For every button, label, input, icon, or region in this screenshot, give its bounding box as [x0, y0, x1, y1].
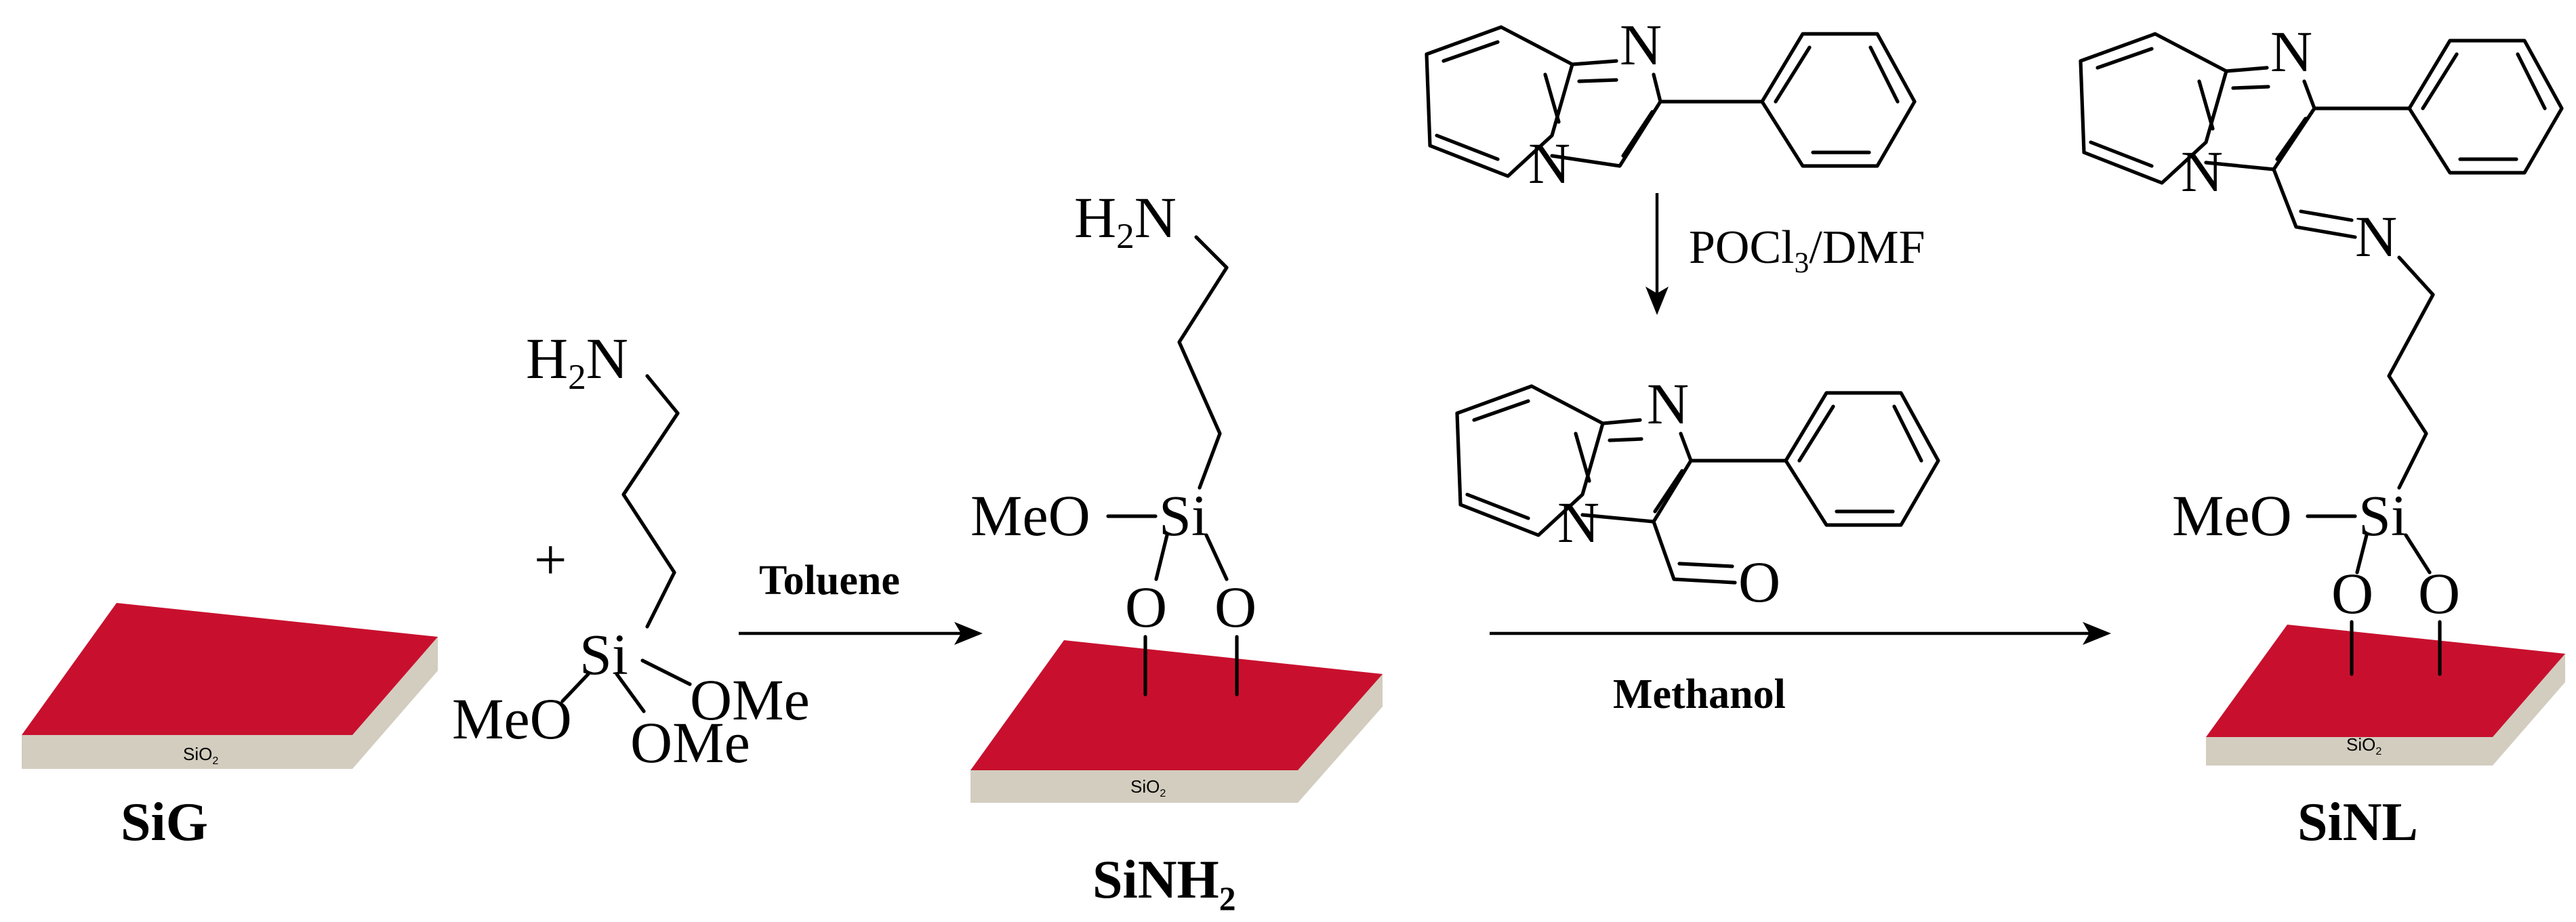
propyl-chain — [621, 374, 680, 629]
imidazole-ring — [1580, 418, 1693, 524]
pyridine-inner-bonds — [1435, 40, 1561, 161]
compound-label-sig: SiG — [121, 793, 208, 852]
sinl-ligand: N N N Si MeO O O — [2079, 19, 2564, 676]
arrow-step1 — [739, 622, 983, 645]
nitrogen-atom: N — [1620, 12, 1662, 77]
oxygen-right: O — [2418, 561, 2460, 626]
phenyl-inner-bonds — [1797, 404, 1923, 514]
propyl-chain — [2387, 255, 2435, 490]
formyl-bond — [1652, 520, 1737, 585]
phenyl-ring — [1760, 32, 1917, 168]
pyridine-inner-bonds — [2089, 47, 2215, 168]
wafer-sig: SiO2 — [22, 603, 438, 769]
sinh2-linker: H2N Si MeO O O — [970, 185, 1256, 696]
amine-group: H2N — [1074, 185, 1177, 256]
wafer-top — [970, 640, 1383, 770]
oxygen-left: O — [1125, 574, 1167, 640]
condition-toluene: Toluene — [759, 558, 900, 604]
methoxy-down: OMe — [630, 710, 750, 775]
arrow-step3 — [1490, 622, 2111, 645]
bond-si-ome-down — [615, 672, 646, 713]
wafer-side-left — [970, 770, 1298, 803]
wafer-top — [22, 603, 438, 735]
nitrogen-atom: N — [2181, 139, 2223, 204]
imidazole-ring — [2204, 66, 2316, 171]
nitrogen-atom: N — [1557, 490, 1599, 555]
pyridine-inner-bonds — [1465, 399, 1591, 520]
wafer-top — [2206, 625, 2565, 737]
aldehyde-intermediate: N N O — [1455, 371, 1940, 614]
methoxy-right: OMe — [690, 667, 810, 732]
bond-si-ome-right — [640, 658, 692, 686]
pyridine-ring — [2079, 32, 2228, 185]
aptms-molecule: H2N Si OMe OMe MeO — [452, 326, 810, 775]
phenyl-inner-bonds — [1774, 45, 1900, 154]
nitrogen-atom: N — [2270, 19, 2312, 84]
oxygen-right: O — [1214, 574, 1256, 640]
wafer-side-left — [22, 735, 352, 769]
compound-label-sinh2: SiNH2 — [1092, 850, 1236, 917]
bond-si-ome-left — [560, 672, 590, 703]
wafer-side-right — [352, 637, 438, 769]
wafer-sinl: SiO2 — [2206, 625, 2565, 766]
bond-si-o-right — [2404, 533, 2432, 574]
imidazole-double — [2231, 85, 2308, 161]
phenyl-ring — [2407, 39, 2564, 175]
oxide-label: SiO2 — [1130, 776, 1166, 799]
bond-si-o-right — [1204, 533, 1229, 581]
formyl-double — [1677, 562, 1734, 568]
condition-methanol: Methanol — [1613, 671, 1786, 717]
imidazole-double — [1577, 78, 1654, 158]
wafer-side-left — [2206, 737, 2493, 766]
arrow-step2 — [1645, 193, 1669, 315]
propyl-chain — [1177, 235, 1229, 490]
pyridine-ring — [1425, 25, 1574, 178]
imidazole-double — [1608, 437, 1684, 514]
phenyl-inner-bonds — [2421, 52, 2547, 161]
oxygen-left: O — [2331, 561, 2373, 626]
aldehyde-oxygen: O — [1738, 549, 1780, 614]
wafer-sinh2: SiO2 — [970, 640, 1383, 803]
imine-double — [2299, 209, 2354, 222]
amine-group: H2N — [526, 326, 628, 397]
bond-si-o-left — [2355, 533, 2369, 574]
nitrogen-atom: N — [1528, 131, 1570, 196]
nitrogen-atom: N — [1647, 371, 1689, 436]
methoxy-left: MeO — [970, 483, 1090, 548]
bond-si-o-left — [1154, 533, 1169, 581]
imine-nitrogen: N — [2355, 204, 2397, 269]
methoxy-left: MeO — [452, 686, 572, 751]
oxide-label: SiO2 — [2346, 734, 2381, 757]
imidazole-ring — [1550, 59, 1662, 168]
methoxy-left: MeO — [2172, 483, 2292, 548]
imidazopyridine-precursor: N N — [1425, 12, 1917, 196]
wafer-side-right — [1298, 674, 1383, 803]
oxide-label: SiO2 — [183, 744, 218, 767]
wafer-side-right — [2493, 654, 2565, 766]
phenyl-ring — [1784, 391, 1940, 527]
compound-label-sinl: SiNL — [2297, 793, 2418, 852]
plus-sign: + — [534, 527, 567, 592]
pyridine-ring — [1455, 384, 1605, 537]
condition-pocl3-dmf: POCl3/DMF — [1689, 222, 1925, 279]
imine-bond — [2272, 167, 2357, 239]
